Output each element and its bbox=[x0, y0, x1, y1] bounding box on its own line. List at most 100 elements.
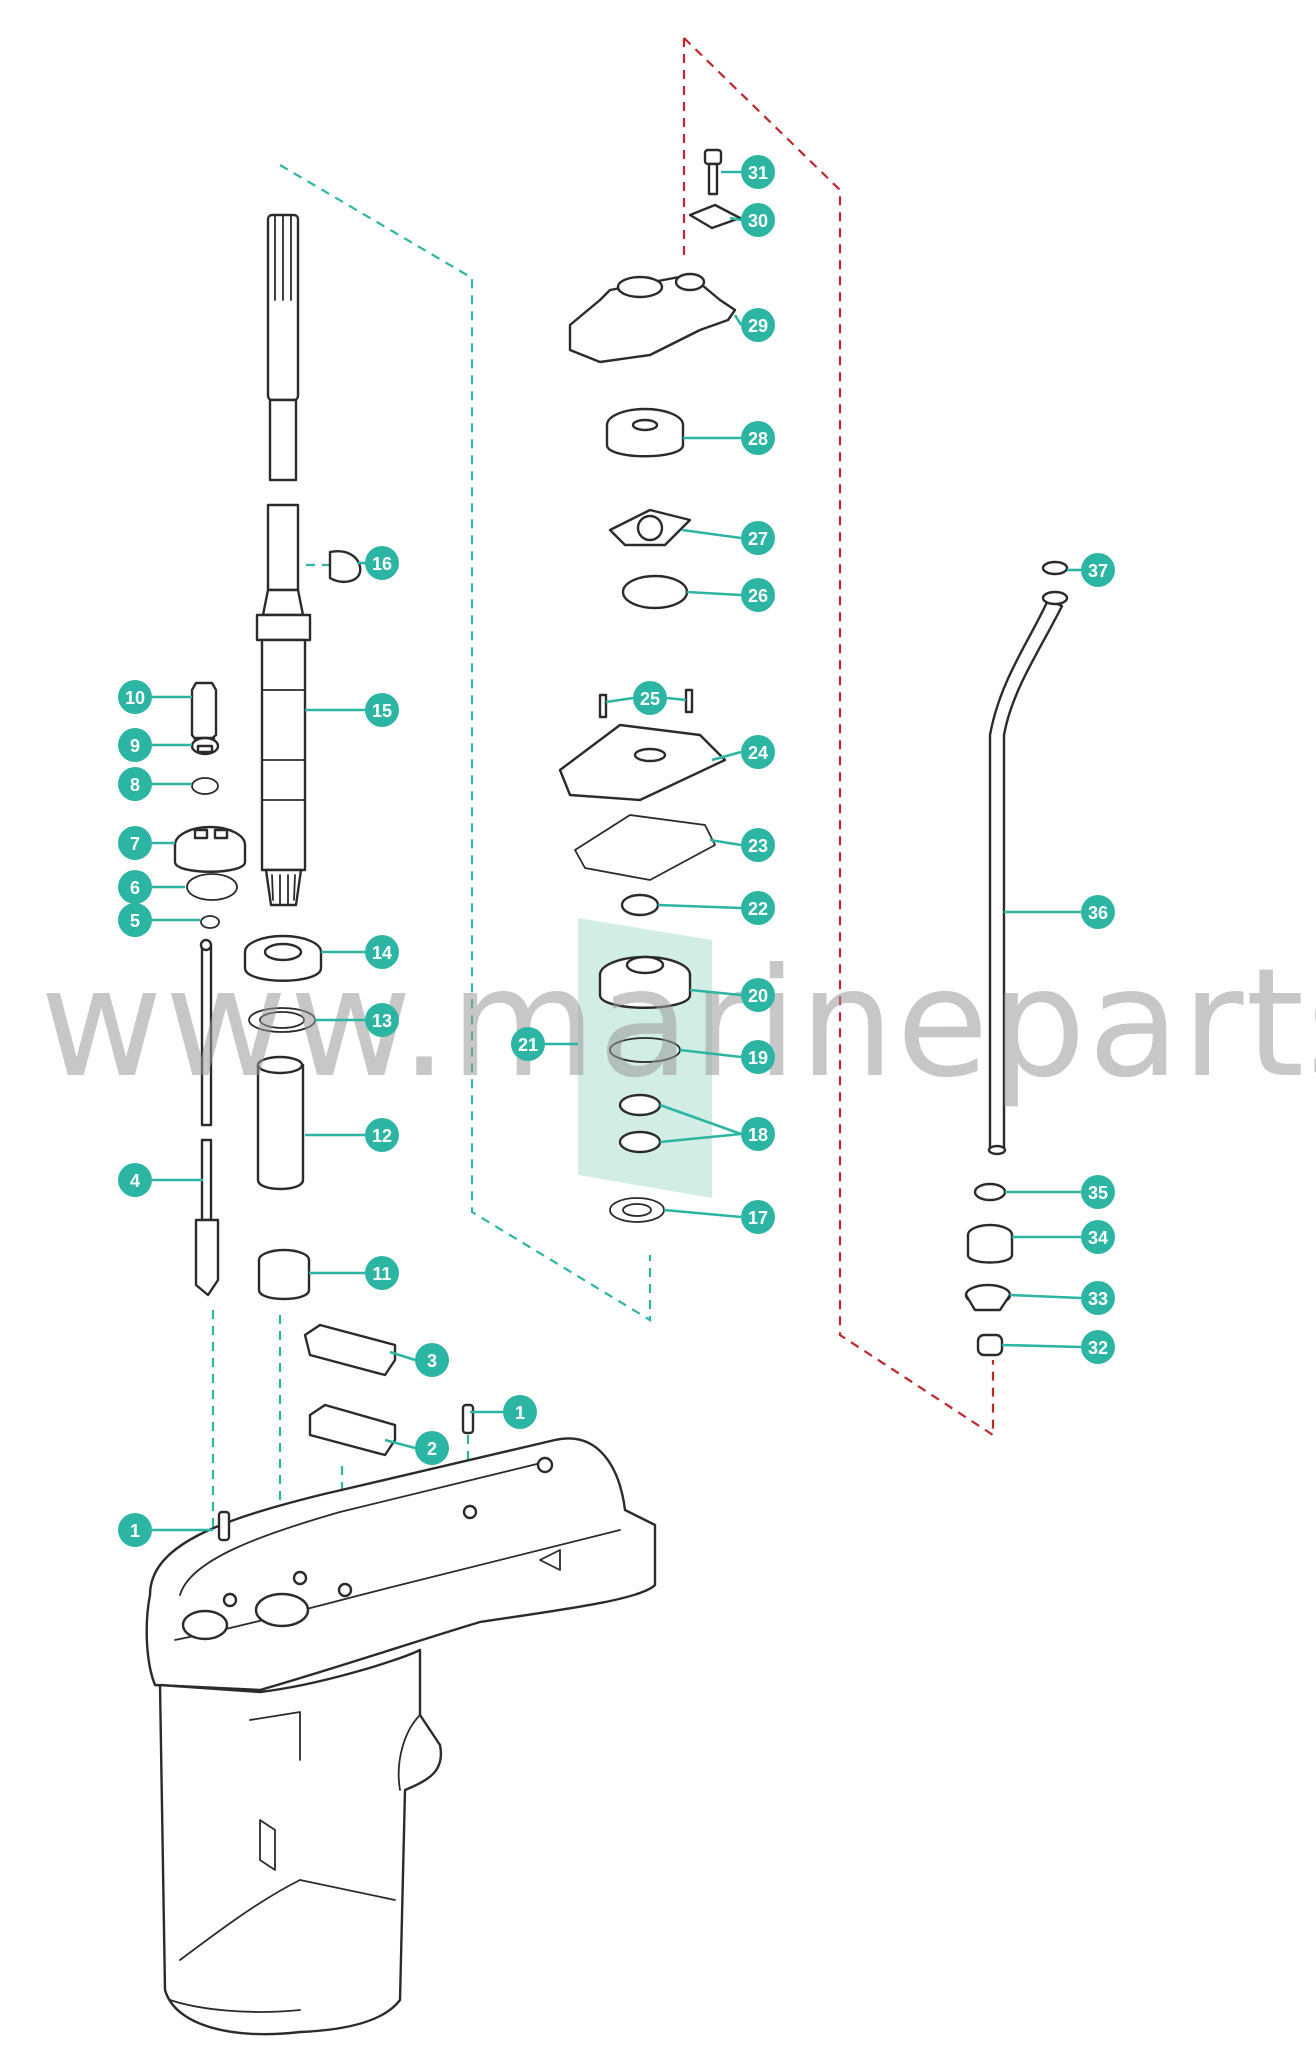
callout-leader bbox=[659, 1132, 742, 1144]
callout-19: 19 bbox=[679, 1040, 775, 1074]
plates-and-pins bbox=[217, 1323, 475, 1542]
callout-leader bbox=[659, 1103, 742, 1136]
callout-6: 6 bbox=[118, 870, 185, 904]
callout-32: 32 bbox=[1001, 1330, 1115, 1364]
callout-36: 36 bbox=[1004, 895, 1115, 929]
callout-badge bbox=[118, 1513, 152, 1547]
callout-badge bbox=[118, 870, 152, 904]
callout-badge bbox=[365, 693, 399, 727]
callout-badge bbox=[511, 1027, 545, 1061]
callout-badge bbox=[741, 828, 775, 862]
callout-badge bbox=[741, 308, 775, 342]
callout-leader bbox=[711, 750, 742, 762]
callout-35: 35 bbox=[1005, 1175, 1115, 1209]
callout-number: 35 bbox=[1088, 1183, 1108, 1203]
callouts: 1123456789101112131415161718192021222324… bbox=[118, 155, 1115, 1547]
callout-badge bbox=[741, 421, 775, 455]
callout-badge bbox=[741, 1200, 775, 1234]
callout-number: 23 bbox=[748, 836, 768, 856]
callout-number: 32 bbox=[1088, 1338, 1108, 1358]
callout-25: 25 bbox=[605, 681, 687, 715]
callout-badge bbox=[741, 891, 775, 925]
callout-number: 9 bbox=[130, 736, 140, 756]
callout-leader bbox=[729, 216, 742, 222]
callout-badge bbox=[415, 1431, 449, 1465]
callout-leader bbox=[689, 988, 742, 997]
callout-8: 8 bbox=[118, 767, 192, 801]
callout-28: 28 bbox=[683, 421, 775, 455]
callout-number: 30 bbox=[748, 211, 768, 231]
callout-3: 3 bbox=[389, 1343, 449, 1377]
callout-badge bbox=[741, 1117, 775, 1151]
callout-number: 10 bbox=[125, 688, 145, 708]
callout-number: 28 bbox=[748, 429, 768, 449]
callout-number: 7 bbox=[130, 834, 140, 854]
water-pump-stack bbox=[558, 148, 742, 1223]
callout-leader bbox=[681, 528, 742, 540]
callout-number: 25 bbox=[640, 689, 660, 709]
assembly-guides bbox=[211, 37, 995, 1610]
guide-red-frame bbox=[683, 37, 995, 1438]
callout-badge bbox=[741, 1040, 775, 1074]
callout-leader bbox=[605, 696, 634, 704]
shaft-components bbox=[243, 934, 323, 1301]
callout-31: 31 bbox=[721, 155, 775, 189]
callout-leader bbox=[1009, 1293, 1082, 1300]
callout-number: 6 bbox=[130, 878, 140, 898]
callout-number: 2 bbox=[427, 1439, 437, 1459]
guide-teal-frame bbox=[279, 164, 652, 1322]
callout-badge bbox=[1081, 1220, 1115, 1254]
callout-34: 34 bbox=[1012, 1220, 1115, 1254]
callout-14: 14 bbox=[321, 935, 399, 969]
callout-badge bbox=[365, 1256, 399, 1290]
callout-leader bbox=[384, 1438, 416, 1450]
callout-leader bbox=[709, 838, 742, 847]
callout-leader bbox=[663, 1208, 742, 1219]
callout-number: 21 bbox=[518, 1035, 538, 1055]
callout-29: 29 bbox=[733, 308, 775, 342]
watermark-text: www.marineparts.eu bbox=[40, 937, 1316, 1111]
callout-badge bbox=[365, 546, 399, 580]
callout-badge bbox=[741, 155, 775, 189]
callout-number: 20 bbox=[748, 986, 768, 1006]
callout-leader bbox=[686, 590, 742, 597]
callout-2: 2 bbox=[384, 1431, 449, 1465]
callout-badge bbox=[1081, 1175, 1115, 1209]
callout-number: 13 bbox=[372, 1011, 392, 1031]
callout-badge bbox=[741, 978, 775, 1012]
callout-number: 15 bbox=[372, 701, 392, 721]
callout-badge bbox=[633, 681, 667, 715]
callout-30: 30 bbox=[729, 203, 775, 237]
callout-number: 26 bbox=[748, 586, 768, 606]
callout-number: 37 bbox=[1088, 561, 1108, 581]
callout-33: 33 bbox=[1009, 1281, 1115, 1315]
callout-number: 18 bbox=[748, 1125, 768, 1145]
callout-26: 26 bbox=[686, 578, 775, 612]
callout-4: 4 bbox=[118, 1163, 203, 1197]
callout-badge bbox=[741, 735, 775, 769]
callout-leader bbox=[733, 314, 743, 326]
callout-22: 22 bbox=[657, 891, 775, 925]
callout-15: 15 bbox=[305, 693, 399, 727]
callout-badge bbox=[741, 521, 775, 555]
callout-1: 1 bbox=[470, 1395, 537, 1429]
callout-badge bbox=[415, 1343, 449, 1377]
callout-number: 19 bbox=[748, 1048, 768, 1068]
callout-number: 22 bbox=[748, 899, 768, 919]
callout-number: 1 bbox=[515, 1403, 525, 1423]
callout-badge bbox=[365, 1003, 399, 1037]
callout-badge bbox=[118, 680, 152, 714]
callout-24: 24 bbox=[711, 735, 775, 769]
callout-number: 1 bbox=[130, 1521, 140, 1541]
callout-11: 11 bbox=[309, 1256, 399, 1290]
callout-9: 9 bbox=[118, 728, 192, 762]
callout-badge bbox=[118, 767, 152, 801]
callout-badge bbox=[1081, 553, 1115, 587]
shift-components bbox=[173, 681, 247, 929]
callout-number: 8 bbox=[130, 775, 140, 795]
callout-badge bbox=[118, 1163, 152, 1197]
callout-20: 20 bbox=[689, 978, 775, 1012]
callout-21: 21 bbox=[511, 1027, 578, 1061]
callout-17: 17 bbox=[663, 1200, 775, 1234]
